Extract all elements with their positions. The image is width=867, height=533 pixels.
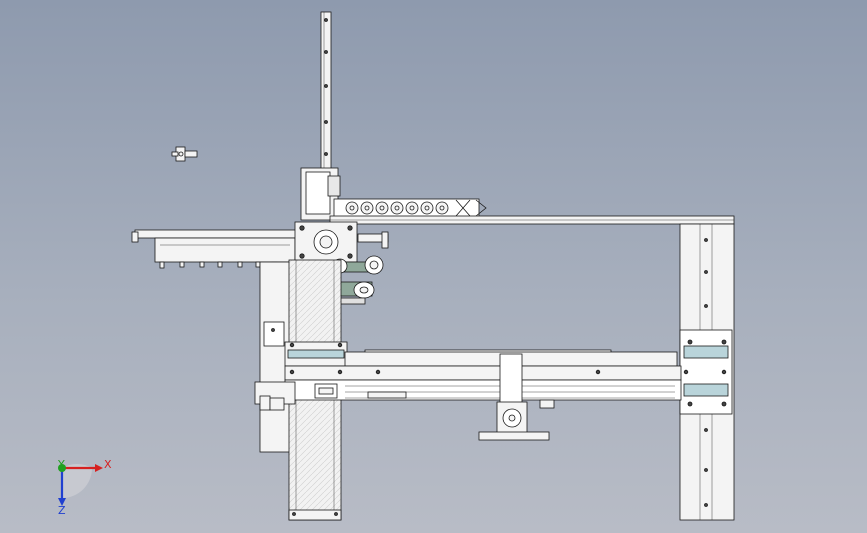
lower-gantry-beam[interactable] [284,341,682,401]
bolt-heads [289,342,727,375]
vertical-linear-rail[interactable] [320,11,332,171]
triad-y-label: Y [58,458,65,471]
gripper-chain[interactable] [333,198,487,218]
x-axis-motor-block[interactable] [254,381,338,411]
floating-fastener-part[interactable] [171,146,198,162]
left-extension-arm[interactable] [131,229,301,269]
orientation-triad [58,463,103,506]
triad-y-axis [58,464,66,472]
center-carriage[interactable] [367,353,555,441]
upper-cross-beam[interactable] [329,215,735,225]
triad-x-label: X [104,458,112,471]
right-vertical-column[interactable] [679,223,735,521]
z-axis-carriage[interactable] [300,167,341,221]
rotary-flange[interactable] [294,221,389,263]
triad-z-label: Z [58,504,66,517]
